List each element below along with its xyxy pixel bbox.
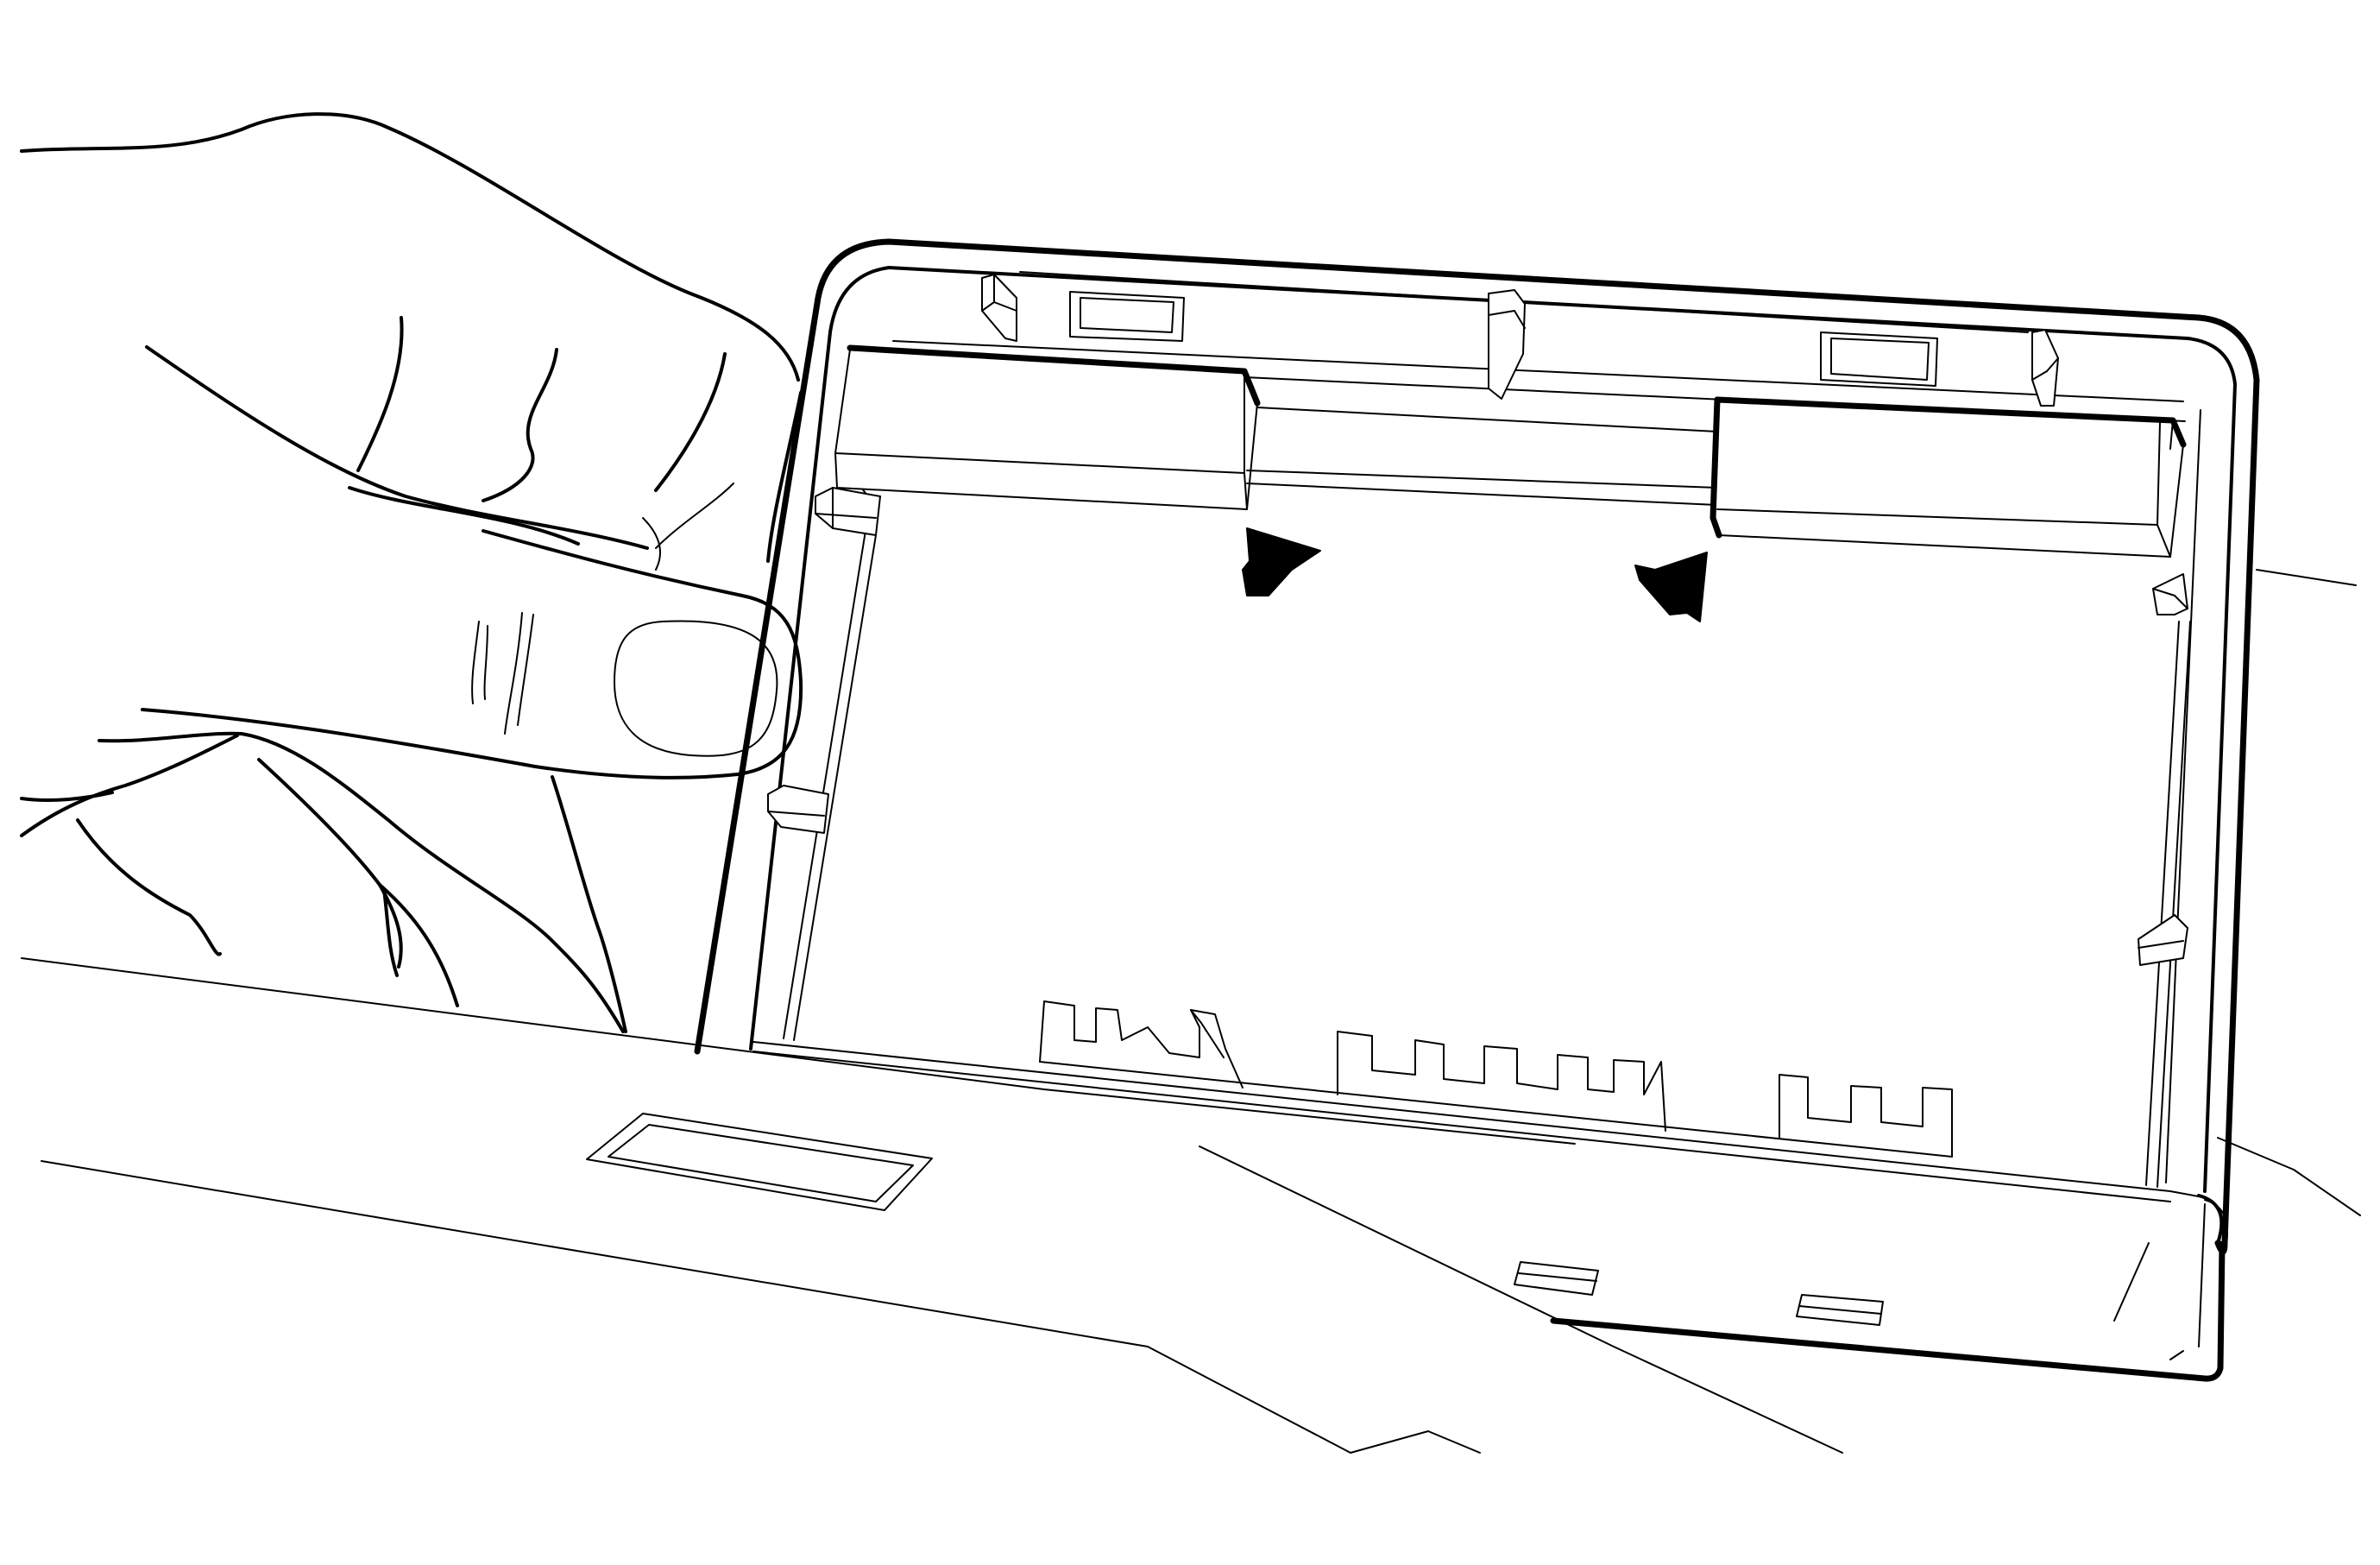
arrow-icon — [1242, 527, 1321, 596]
cover-side-walls — [783, 409, 2201, 1188]
cover-corner — [2197, 1194, 2224, 1245]
hinge-slots — [1514, 1261, 1884, 1326]
base-right-line — [2217, 1137, 2361, 1216]
base-edge-line — [21, 957, 1045, 1090]
cover-inner-rim — [749, 266, 2237, 1193]
latch-block-left — [834, 344, 1718, 510]
hinge-strip — [752, 1041, 2229, 1360]
background-line — [2256, 569, 2357, 586]
base-surface — [21, 569, 2361, 1454]
arrow-icon — [1634, 552, 1708, 622]
cover-outer-frame — [694, 238, 2260, 1382]
comb-teeth — [1039, 1000, 1953, 1158]
base-slot — [586, 1113, 933, 1211]
hand-icon — [20, 112, 803, 1033]
side-clips — [767, 487, 2188, 966]
base-diagonal-line — [1199, 1145, 1843, 1454]
hinged-cover-icon — [694, 238, 2260, 1382]
top-clips — [981, 274, 2059, 407]
base-front-line — [41, 1160, 1481, 1454]
latch-block-right — [1709, 396, 2187, 558]
